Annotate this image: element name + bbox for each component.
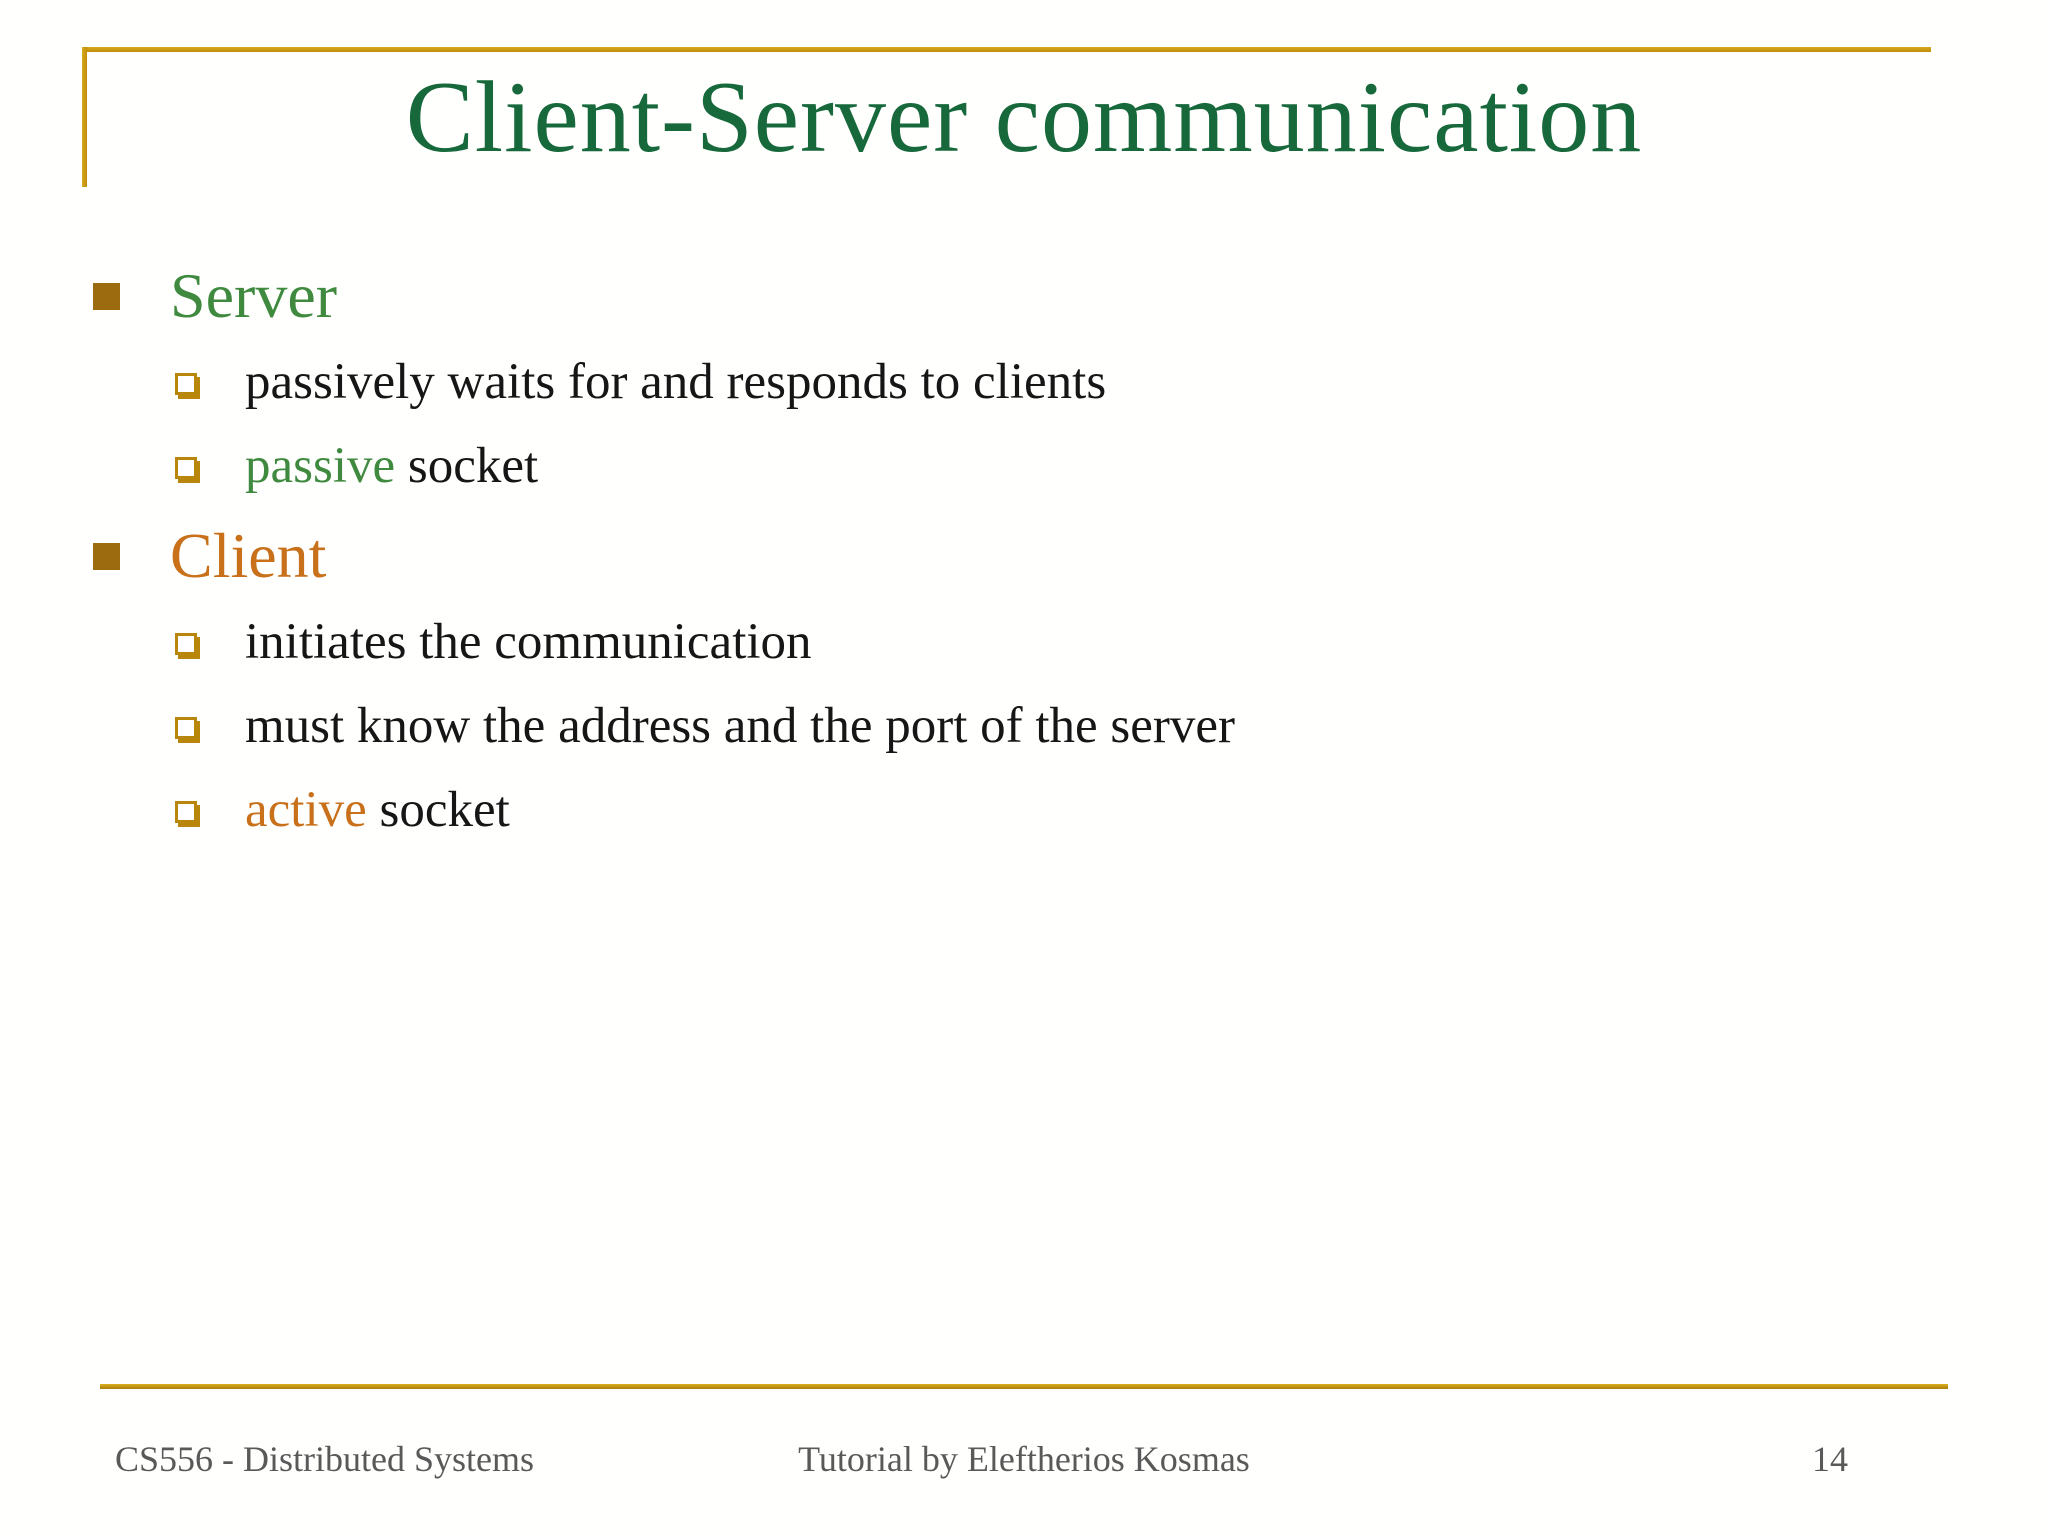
footer-page-number: 14	[1812, 1439, 1848, 1479]
sub-bullet-item: active socket	[90, 780, 1998, 840]
title-left-border-rule	[82, 47, 87, 187]
sub-bullet-text: initiates the communication	[245, 613, 812, 670]
hollow-square-bullet-icon	[175, 373, 197, 395]
filled-square-bullet-icon	[93, 282, 120, 310]
footer-course-label: CS556 - Distributed Systems	[115, 1439, 535, 1479]
sub-bullet-item: must know the address and the port of th…	[90, 696, 1998, 756]
sub-bullet-text-rest: socket	[366, 781, 510, 838]
sub-bullet-text: active socket	[245, 781, 510, 838]
hollow-square-bullet-icon	[175, 717, 197, 739]
hollow-square-bullet-icon	[175, 801, 197, 823]
section-heading-client: Client	[170, 520, 327, 591]
slide-title: Client-Server communication	[405, 61, 1643, 174]
slide-body: Server passively waits for and responds …	[90, 260, 1998, 864]
hollow-square-bullet-icon	[175, 457, 197, 479]
sub-bullet-text: must know the address and the port of th…	[245, 697, 1235, 754]
sub-bullet-text-rest: socket	[395, 437, 539, 494]
footer-border-rule	[100, 1384, 1948, 1389]
sub-bullet-item: passive socket	[90, 436, 1998, 496]
sub-bullet-text: passively waits for and responds to clie…	[245, 353, 1107, 410]
bullet-item-server: Server	[90, 260, 1998, 332]
hollow-square-bullet-icon	[175, 633, 197, 655]
highlighted-word-active: active	[245, 781, 367, 838]
footer: CS556 - Distributed Systems Tutorial by …	[115, 1438, 1933, 1488]
sub-bullet-text: passive socket	[245, 437, 539, 494]
highlighted-word-passive: passive	[245, 437, 396, 494]
bullet-item-client: Client	[90, 520, 1998, 592]
title-top-border-rule	[82, 47, 1931, 52]
sub-bullet-item: initiates the communication	[90, 612, 1998, 672]
footer-author-label: Tutorial by Eleftherios Kosmas	[798, 1439, 1250, 1479]
section-heading-server: Server	[170, 260, 338, 331]
filled-square-bullet-icon	[93, 542, 120, 570]
sub-bullet-item: passively waits for and responds to clie…	[90, 352, 1998, 412]
